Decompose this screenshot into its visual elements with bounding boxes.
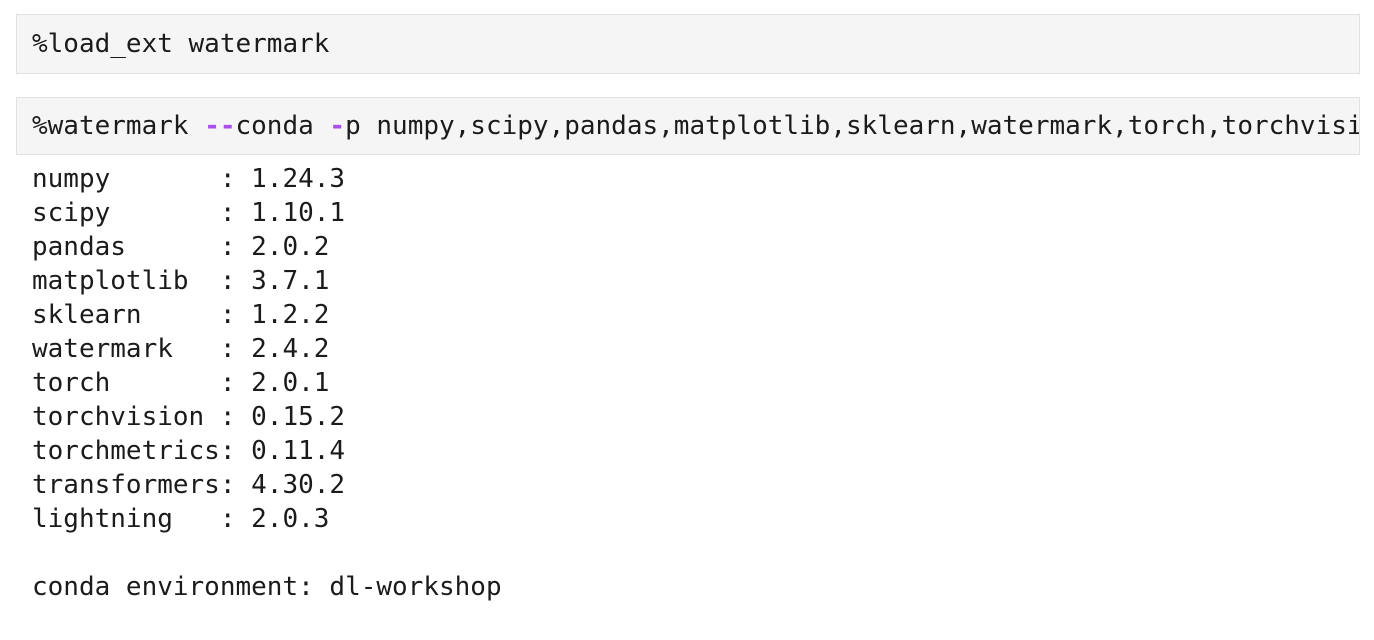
package-version-line: numpy : 1.24.3 <box>32 164 346 194</box>
package-version-line: sklearn : 1.2.2 <box>32 300 330 330</box>
package-version-list: numpy : 1.24.3 scipy : 1.10.1 pandas : 2.0… <box>32 162 1374 536</box>
code-token: %watermark <box>32 111 205 141</box>
code-token: p numpy,scipy,pandas,matplotlib,sklearn,… <box>345 111 1360 141</box>
package-version-line: transformers: 4.30.2 <box>32 470 346 500</box>
package-version-line: matplotlib : 3.7.1 <box>32 266 330 296</box>
conda-environment-label: conda environment: <box>32 572 314 602</box>
code-token: %load_ext watermark <box>32 29 330 59</box>
code-editor-load-ext[interactable]: %load_ext watermark <box>17 15 1359 73</box>
package-version-line: torchvision : 0.15.2 <box>32 402 346 432</box>
magic-flag-token: -- <box>204 111 236 141</box>
execution-output: numpy : 1.24.3 scipy : 1.10.1 pandas : 2.0… <box>32 162 1374 604</box>
package-version-line: torchmetrics: 0.11.4 <box>32 436 346 466</box>
package-version-line: lightning : 2.0.3 <box>32 504 330 534</box>
output-blank-line <box>32 536 1374 570</box>
code-editor-watermark[interactable]: %watermark --conda -p numpy,scipy,pandas… <box>17 98 1359 154</box>
magic-flag-token: - <box>329 111 346 141</box>
code-cell-watermark[interactable]: %watermark --conda -p numpy,scipy,pandas… <box>16 97 1360 155</box>
package-version-line: scipy : 1.10.1 <box>32 198 346 228</box>
package-version-line: pandas : 2.0.2 <box>32 232 330 262</box>
conda-environment-value: dl-workshop <box>329 572 502 602</box>
conda-environment-line: conda environment: dl-workshop <box>32 570 1374 604</box>
code-token: conda <box>235 111 330 141</box>
package-version-line: watermark : 2.4.2 <box>32 334 330 364</box>
code-cell-load-ext[interactable]: %load_ext watermark <box>16 14 1360 74</box>
package-version-line: torch : 2.0.1 <box>32 368 330 398</box>
